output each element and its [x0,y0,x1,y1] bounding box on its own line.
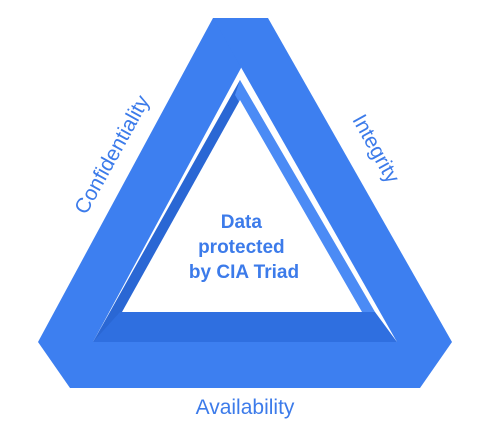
triangle-face-right-outer [213,18,452,342]
penrose-triangle [38,18,452,388]
center-label: Data protected by CIA Triad [189,212,299,283]
triangle-inner-hole [122,100,362,312]
triangle-face-bottom-front [38,342,452,388]
center-label-line-1: Data [221,212,263,233]
triangle-face-bottom-inner [93,312,397,342]
triangle-face-left-outer [38,18,268,342]
center-label-line-2: protected [198,237,285,258]
label-availability: Availability [196,396,295,419]
triangle-face-left-inner [93,80,247,342]
triangle-face-right-inner [235,80,375,312]
center-label-line-3: by CIA Triad [189,262,299,283]
